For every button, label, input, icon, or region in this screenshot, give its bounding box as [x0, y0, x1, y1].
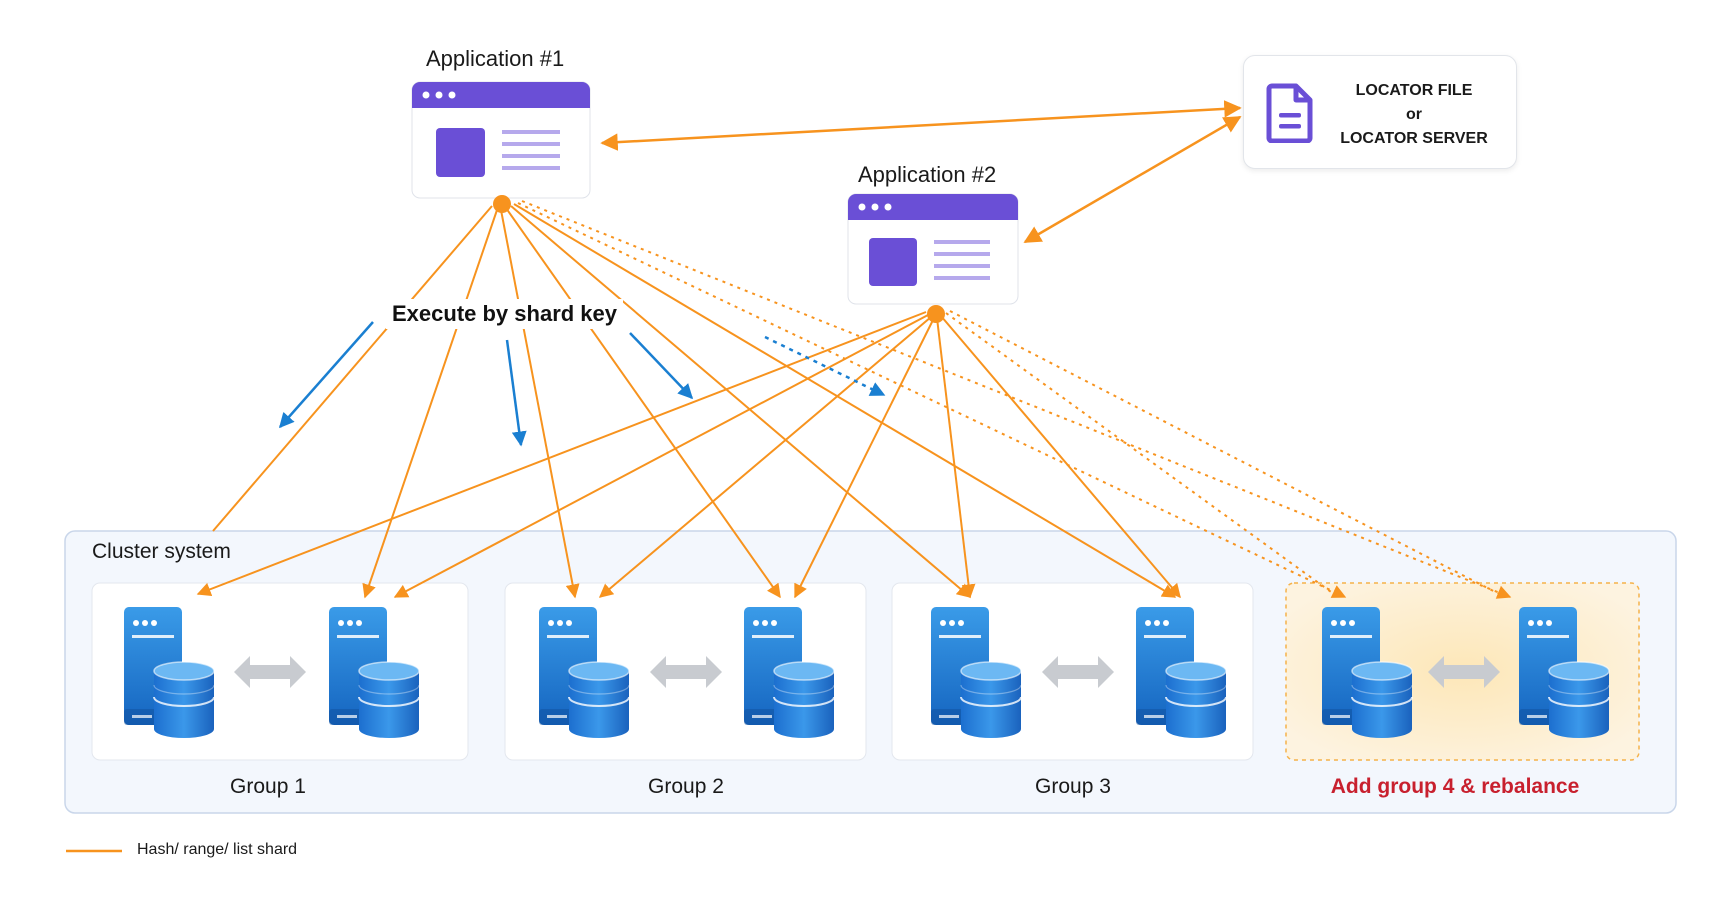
group-4-label: Add group 4 & rebalance	[1330, 775, 1580, 798]
document-icon	[1266, 83, 1313, 143]
locator-text: LOCATOR FILE or LOCATOR SERVER	[1329, 79, 1499, 151]
app1-connector-dot	[493, 195, 511, 213]
app2-routes	[196, 311, 1181, 599]
application-2-title: Application #2	[858, 162, 997, 187]
locator-line-3: LOCATOR SERVER	[1340, 130, 1488, 147]
app2-new-group-routes	[945, 310, 1506, 598]
app2-connector-dot	[927, 305, 945, 323]
locator-box: LOCATOR FILE or LOCATOR SERVER	[1243, 55, 1517, 169]
cluster-title: Cluster system	[92, 540, 231, 563]
group-3-label: Group 3	[1035, 775, 1111, 798]
execute-by-shard-key-label: Execute by shard key	[386, 299, 624, 329]
app1-routes	[212, 203, 1177, 599]
app1-new-group-routes	[517, 200, 1512, 599]
application-1-window	[411, 81, 591, 199]
locator-line-1: LOCATOR FILE	[1355, 82, 1473, 99]
application-1-title: Application #1	[426, 46, 565, 71]
locator-line-2: or	[1406, 106, 1422, 123]
app1-locator-link	[600, 100, 1242, 151]
app2-locator-link	[1023, 115, 1242, 244]
group-1-label: Group 1	[230, 775, 306, 798]
application-2-window	[847, 193, 1019, 305]
execution-direction-arrows	[279, 321, 886, 447]
legend-text: Hash/ range/ list shard	[137, 841, 298, 858]
group-2-label: Group 2	[648, 775, 724, 798]
